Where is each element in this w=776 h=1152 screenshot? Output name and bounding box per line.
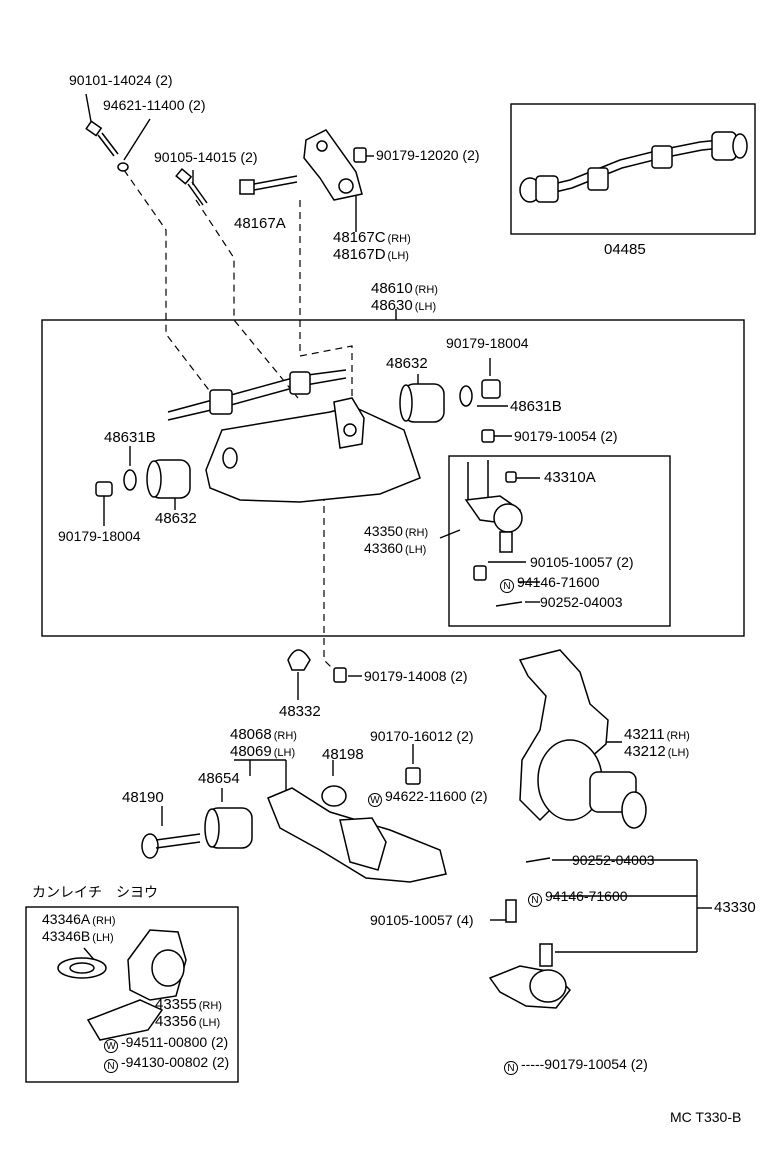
label-48068-suffix: (RH) (273, 730, 297, 742)
n-marker-icon: N (528, 893, 542, 907)
label-43355: 43355 (155, 996, 197, 1013)
upper-arm-frame (41, 319, 745, 637)
w-marker-icon: W (104, 1039, 118, 1053)
label-48068: 48068 (230, 726, 272, 743)
label-43350-43360: 43350(RH) 43360(LH) (364, 524, 428, 558)
label-43211: 43211 (624, 726, 665, 743)
label-43330: 43330 (714, 899, 756, 916)
label-48069-suffix: (LH) (273, 747, 296, 759)
label-43346a-b: 43346A(RH) 43346B(LH) (42, 912, 116, 946)
label-90179-18004-left: 90179-18004 (58, 528, 141, 544)
label-90179-10054-a: 90179-10054 (2) (514, 428, 618, 444)
label-48632-top: 48632 (386, 355, 428, 372)
label-90179-12020: 90179-12020 (2) (376, 147, 480, 163)
n-marker-icon: N (104, 1059, 118, 1073)
label-90179-18004-top: 90179-18004 (446, 335, 529, 351)
label-48610-suffix: (RH) (414, 284, 438, 296)
n-marker-icon: N (500, 579, 514, 593)
label-90101-14024: 90101-14024 (2) (69, 72, 173, 88)
label-48631b-left: 48631B (104, 429, 156, 446)
label-43350: 43350 (364, 523, 403, 539)
label-90170-16012: 90170-16012 (2) (370, 728, 474, 744)
cold-region-frame (25, 906, 239, 1083)
label-43310a: 43310A (544, 469, 596, 486)
label-90105-10057-a: 90105-10057 (2) (530, 554, 634, 570)
label-90179-10054-n: N-----90179-10054 (2) (504, 1057, 648, 1075)
label-43346b: 43346B (42, 928, 91, 944)
label-48167c-d: 48167C(RH) 48167D(LH) (333, 230, 411, 264)
label-48332: 48332 (279, 703, 321, 720)
label-90179-10054-b-text: -----90179-10054 (2) (521, 1056, 648, 1072)
w-marker-icon: W (368, 793, 382, 807)
label-48069: 48069 (230, 743, 272, 760)
label-94622-11600-text: 94622-11600 (2) (385, 788, 488, 804)
label-43356-suffix: (LH) (198, 1017, 221, 1029)
label-43360-suffix: (LH) (404, 544, 427, 556)
label-48631b-right: 48631B (510, 398, 562, 415)
label-48068-48069: 48068(RH) 48069(LH) (230, 727, 297, 761)
label-90105-14015: 90105-14015 (2) (154, 149, 258, 165)
label-43346b-suffix: (LH) (92, 932, 114, 944)
label-43350-suffix: (RH) (404, 527, 429, 539)
diagram-code: MC T330-B (670, 1109, 742, 1125)
label-90179-14008: 90179-14008 (2) (364, 668, 468, 684)
bolt-icon (85, 120, 119, 157)
label-48632-left: 48632 (155, 510, 197, 527)
label-94511-00800-text: -94511-00800 (2) (121, 1034, 229, 1050)
label-48167c-suffix: (RH) (387, 233, 411, 245)
label-48630: 48630 (371, 297, 413, 314)
label-48167a: 48167A (234, 215, 286, 232)
label-94621-11400: 94621-11400 (2) (103, 97, 206, 113)
label-48610-48630: 48610(RH) 48630(LH) (371, 281, 438, 315)
label-04485: 04485 (604, 241, 646, 258)
label-94511-00800: W-94511-00800 (2) (104, 1035, 228, 1053)
label-48610: 48610 (371, 280, 413, 297)
label-94130-00802-text: -94130-00802 (2) (121, 1054, 230, 1070)
label-cold-region-title: カンレイチ シヨウ (32, 884, 158, 900)
label-94146-71600-b-text: 94146-71600 (545, 888, 628, 904)
label-43346a: 43346A (42, 911, 91, 927)
label-48190: 48190 (122, 789, 164, 806)
label-43360: 43360 (364, 540, 403, 556)
label-94130-00802: N-94130-00802 (2) (104, 1055, 229, 1073)
label-90252-04003-a: 90252-04003 (540, 594, 623, 610)
label-48167d-suffix: (LH) (387, 250, 409, 262)
label-48167c: 48167C (333, 229, 386, 246)
label-48654: 48654 (198, 770, 240, 787)
label-43346a-suffix: (RH) (92, 915, 116, 927)
label-43355-43356: 43355(RH) 43356(LH) (155, 997, 222, 1031)
label-90105-10057-b: 90105-10057 (4) (370, 912, 474, 928)
label-43355-suffix: (RH) (198, 1000, 222, 1012)
label-43212-suffix: (LH) (667, 747, 690, 759)
label-43356: 43356 (155, 1013, 197, 1030)
label-48198: 48198 (322, 746, 364, 763)
label-94146-71600-a-text: 94146-71600 (517, 574, 600, 590)
label-48167d: 48167D (333, 246, 386, 263)
label-43212: 43212 (624, 743, 666, 760)
ball-joint-frame (448, 455, 671, 627)
label-43211-43212: 43211(RH) 43212(LH) (624, 727, 690, 761)
n-marker-icon: N (504, 1061, 518, 1075)
arm-kit-frame (510, 103, 756, 235)
label-43211-suffix: (RH) (666, 730, 690, 742)
label-48630-suffix: (LH) (414, 301, 437, 313)
label-90252-04003-b: 90252-04003 (572, 852, 655, 868)
